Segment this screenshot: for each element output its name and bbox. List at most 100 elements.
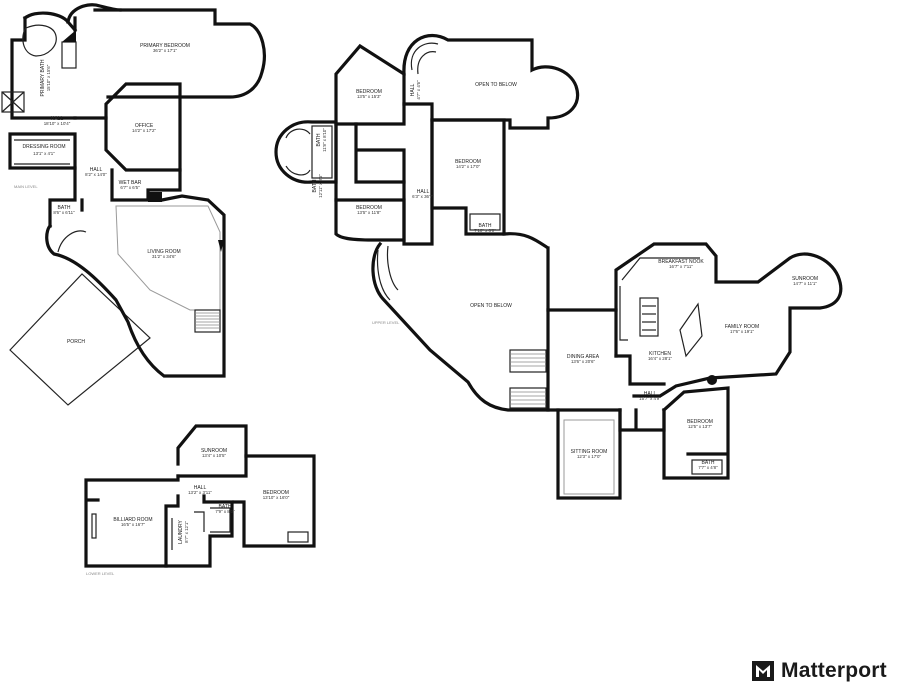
room-name: BREAKFAST NOOK <box>658 259 704 265</box>
room-dims: 16'7" x 7'11" <box>669 264 693 269</box>
room-name: PRIMARY BEDROOM <box>140 43 190 49</box>
room-dims: 8'2" x 14'0" <box>85 172 107 177</box>
primary-bath-tub <box>22 24 57 57</box>
room-dims: 8'7" x 12'1" <box>184 521 189 543</box>
room-name: PORCH <box>67 339 85 345</box>
room-name: BATH <box>312 179 318 192</box>
room-name: BEDROOM <box>455 159 481 165</box>
room-name: HALL <box>410 84 416 97</box>
kitchen-island <box>639 297 659 337</box>
lower-sunroom-walls <box>176 424 248 478</box>
room-dims: 12'11" x 8'6" <box>318 174 323 198</box>
room-name: DRESSING ROOM <box>22 144 65 150</box>
room-dims: 18'10" x 10'4" <box>44 121 71 126</box>
room-name: SUNROOM <box>201 448 227 454</box>
room-dims: 31'2" x 34'6" <box>152 254 177 259</box>
kitchen-counters <box>619 257 700 341</box>
room-name: LIVING ROOM <box>147 249 180 255</box>
stair-curve-top <box>66 3 122 24</box>
room-name: BATH <box>58 205 71 211</box>
room-name: HALL <box>51 116 64 122</box>
room-name: BATH <box>316 133 322 146</box>
room-dims: 13'5" x 15'3" <box>357 94 382 99</box>
room-name: KITCHEN <box>649 351 671 357</box>
room-name: BEDROOM <box>356 205 382 211</box>
living-room-walls <box>45 194 226 378</box>
open-below-stairs <box>509 349 547 409</box>
room-dims: 13'10" x 16'0" <box>263 495 290 500</box>
kitchen-lower-walls <box>614 354 666 386</box>
room-name: DINING AREA <box>567 354 600 360</box>
room-name: OFFICE <box>135 123 154 129</box>
room-name: HALL <box>417 189 430 195</box>
sitting-room-walls <box>556 408 622 500</box>
room-dims: 6'3" x 36'7" <box>412 194 434 199</box>
upper-bedroom-4-walls <box>661 386 730 480</box>
level-label-main: MAIN LEVEL <box>14 184 38 189</box>
upper-spiral-stair <box>410 42 439 75</box>
porch-area <box>9 273 151 406</box>
room-dims: 15'7" x 4'9" <box>639 396 661 401</box>
upper-bath-block <box>334 122 406 202</box>
room-dims: 14'2" x 17'2" <box>132 128 157 133</box>
room-name: HALL <box>644 391 657 397</box>
room-dims: 13'5" x 11'8" <box>357 210 381 215</box>
room-dims: 11'8" x 8'10" <box>322 128 327 152</box>
main-level-plan <box>1 3 266 406</box>
room-name: BATH <box>479 223 492 229</box>
upper-round-bath <box>274 120 338 184</box>
upper-level-plan <box>274 34 843 500</box>
room-name: OPEN TO BELOW <box>475 82 517 88</box>
room-dims: 16'4" x 28'1" <box>648 356 673 361</box>
room-name: OPEN TO BELOW <box>470 303 512 309</box>
upper-bedroom-1-walls <box>334 43 406 126</box>
room-dims: 14'7" x 11'1" <box>793 281 817 286</box>
room-dims: 12'5" x 13'7" <box>688 424 713 429</box>
upper-bedroom-3-walls <box>334 198 406 242</box>
room-dims: 6'7" x 6'5" <box>120 185 140 190</box>
room-dims: 4'7" x 4'6" <box>416 80 421 100</box>
lower-laundry-walls <box>164 494 234 568</box>
closet-box <box>1 91 25 113</box>
room-name: BEDROOM <box>687 419 713 425</box>
upper-bedroom-2-walls <box>430 118 506 236</box>
room-name: SITTING ROOM <box>571 449 608 455</box>
column-mark <box>62 30 76 42</box>
room-name: BATH <box>219 504 232 510</box>
room-name: WET BAR <box>119 180 142 186</box>
room-name: BILLIARD ROOM <box>113 517 152 523</box>
office-walls <box>104 82 182 172</box>
upper-hall-walls <box>402 102 434 246</box>
matterport-brand: Matterport <box>751 657 887 685</box>
room-dims: 15'10" x 15'6" <box>46 64 51 91</box>
room-name: BEDROOM <box>263 490 289 496</box>
matterport-logo-icon <box>752 661 774 681</box>
room-dims: 12'3" x 17'0" <box>577 454 602 459</box>
room-dims: 7'9" x 8'0" <box>215 509 235 514</box>
room-dims: 7'7" x 4'8" <box>698 465 718 470</box>
room-name: SUNROOM <box>792 276 818 282</box>
room-dims: 7'10" x 6'0" <box>474 228 496 233</box>
level-label-upper: UPPER LEVEL <box>372 320 400 325</box>
room-name: BEDROOM <box>356 89 382 95</box>
room-name: HALL <box>194 485 207 491</box>
brand-name: Matterport <box>781 659 887 682</box>
laundry-fixtures <box>171 511 205 550</box>
kitchen-breakfast-walls <box>614 242 843 398</box>
room-dims: 17'6" x 19'1" <box>730 329 755 334</box>
spiral-stair-main <box>57 230 87 253</box>
room-name: HALL <box>90 167 103 173</box>
room-dims: 13'4" x 10'5" <box>202 453 227 458</box>
room-dims: 13'2" x 3'11" <box>188 490 212 495</box>
upper-hall-2-walls <box>618 408 666 432</box>
lower-bedroom-walls <box>232 454 316 548</box>
room-dims: 36'2" x 17'1" <box>153 48 178 53</box>
open-below-2-walls <box>371 232 550 412</box>
room-name: LAUNDRY <box>178 519 184 543</box>
lower-billiard-walls <box>84 474 180 568</box>
room-dims: 14'2" x 17'0" <box>456 164 481 169</box>
living-room-stairs <box>194 309 221 333</box>
level-label-lower: LOWER LEVEL <box>86 571 115 576</box>
room-name: PRIMARY BATH <box>40 59 46 96</box>
